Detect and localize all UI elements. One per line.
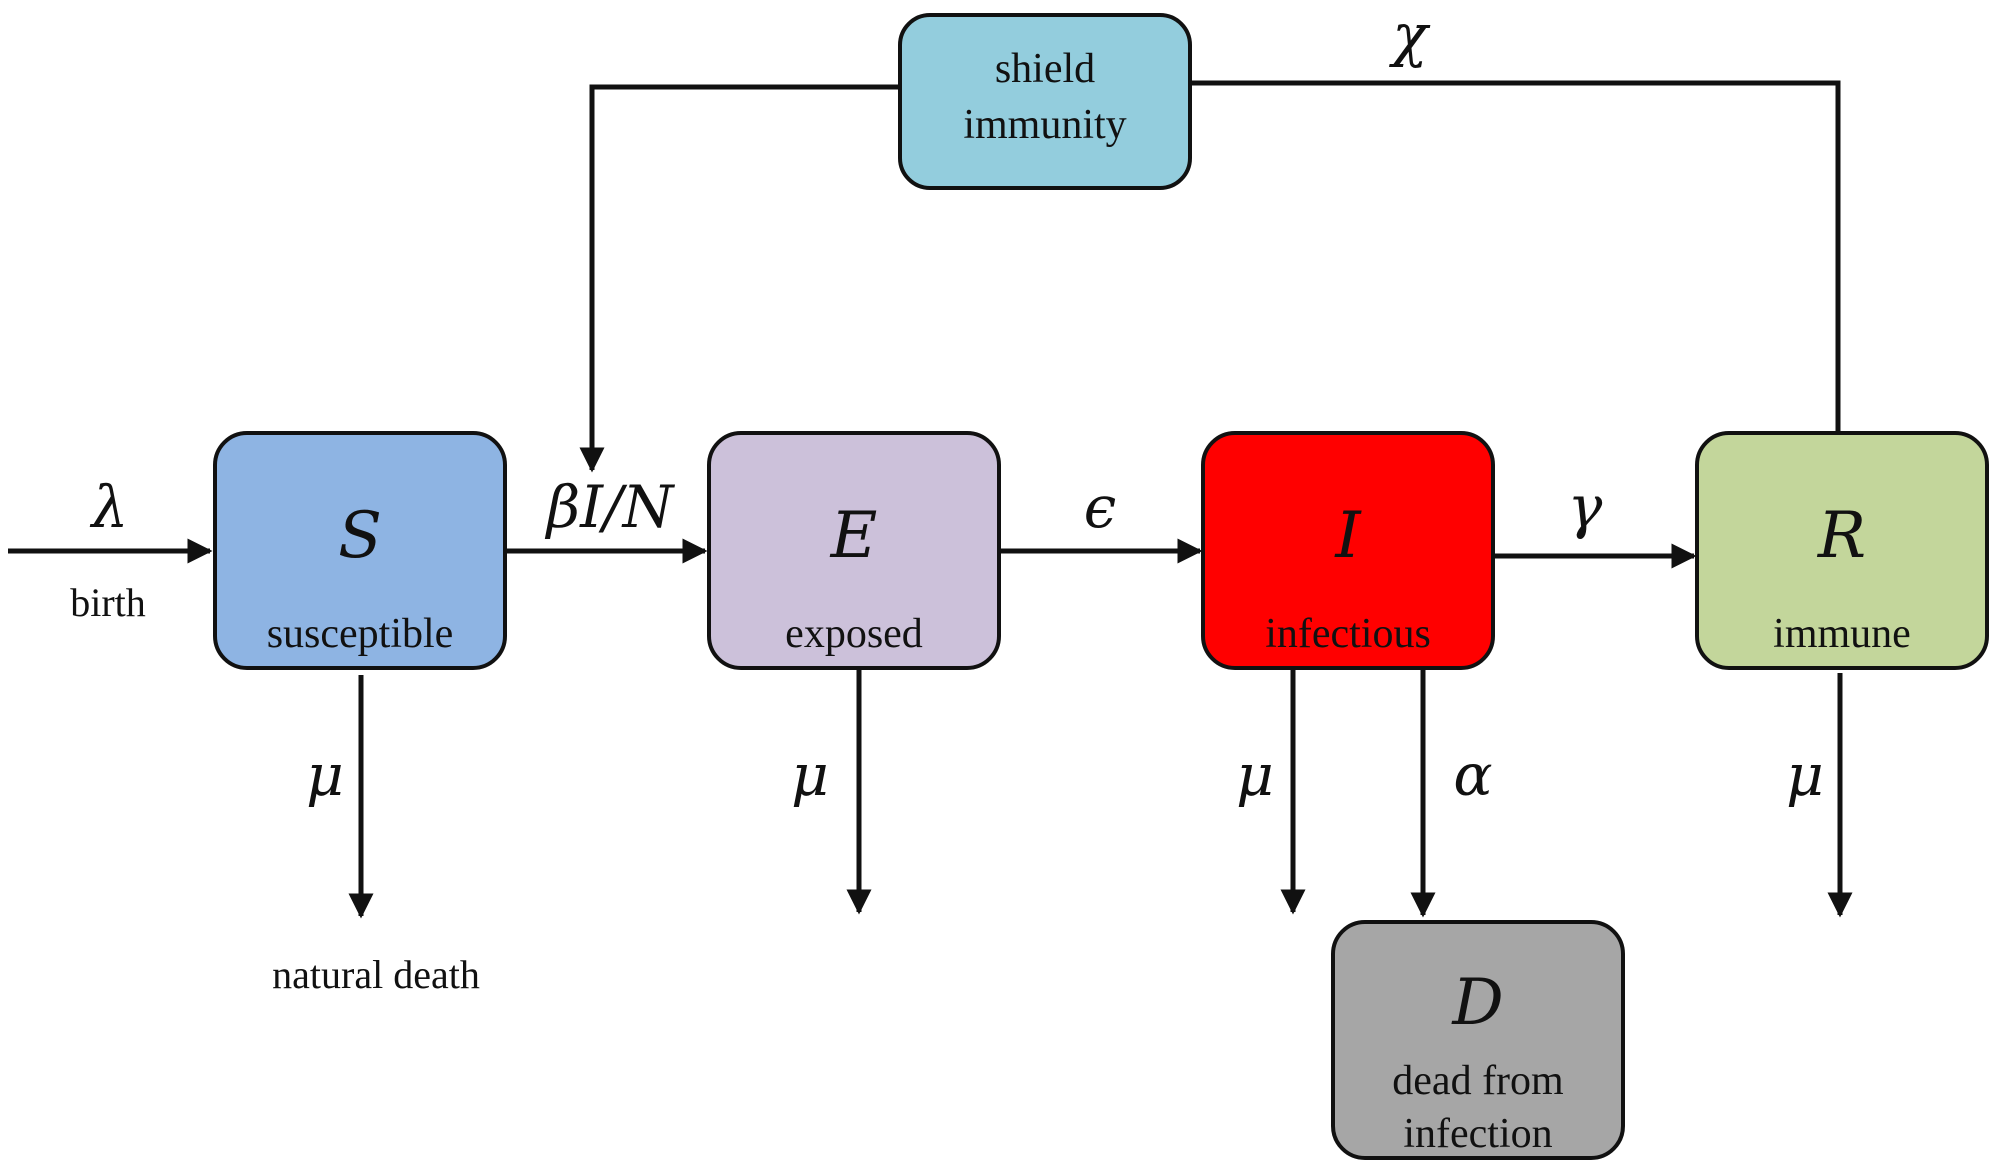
incubation-rate-label: ϵ	[1084, 473, 1116, 541]
susceptible-label: susceptible	[267, 611, 454, 657]
exposed-letter: E	[830, 499, 878, 573]
immune-box: R immune	[1695, 431, 1989, 670]
e-death-rate-label: μ	[791, 741, 829, 809]
dead-box: D dead from infection	[1331, 920, 1625, 1160]
infectious-label: infectious	[1265, 611, 1431, 657]
infectious-box: I infectious	[1201, 431, 1495, 670]
recovery-rate-label: γ	[1568, 473, 1603, 541]
susceptible-letter: S	[338, 499, 382, 573]
dead-label-line2: infection	[1403, 1111, 1552, 1157]
exposed-box: E exposed	[707, 431, 1001, 670]
exposed-label: exposed	[785, 611, 923, 657]
natural-death-note: natural death	[272, 952, 480, 997]
birth-rate-label: λ	[90, 473, 129, 541]
dead-letter: D	[1451, 966, 1503, 1040]
shield-loop-right-line	[1190, 80, 1841, 435]
disease-death-rate-label: α	[1453, 741, 1492, 809]
shield-loop-left-line	[579, 84, 900, 473]
susceptible-box: S susceptible	[213, 431, 507, 670]
s-death-rate-label: μ	[306, 741, 344, 809]
r-death-rate-label: μ	[1786, 741, 1824, 809]
birth-note: birth	[70, 580, 146, 625]
immune-letter: R	[1817, 499, 1866, 573]
i-death-rate-label: μ	[1236, 741, 1274, 809]
shield-rate-label: χ	[1388, 1, 1430, 69]
infection-rate-label: βI/N	[545, 473, 676, 541]
shield-label-line1: shield	[995, 46, 1095, 92]
infectious-letter: I	[1334, 499, 1362, 573]
immune-label: immune	[1773, 611, 1911, 657]
shield-label-line2: immunity	[963, 102, 1126, 148]
shield-immunity-box: shield immunity	[898, 13, 1192, 190]
dead-label-line1: dead from	[1392, 1058, 1564, 1104]
